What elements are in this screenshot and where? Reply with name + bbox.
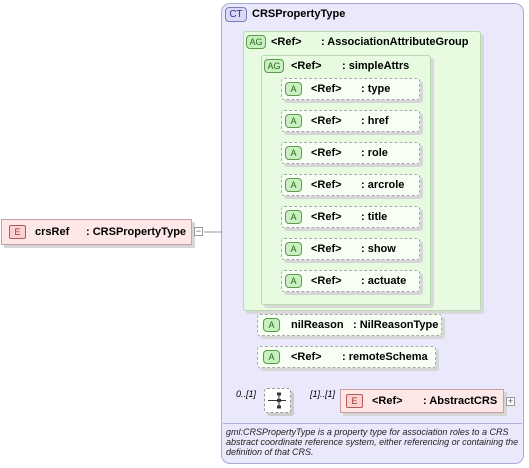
attribute-title[interactable]: A <Ref> : title [281, 206, 420, 228]
attribute-ref: <Ref> [311, 275, 342, 287]
simple-attrs-name: : simpleAttrs [342, 60, 410, 72]
attribute-ref: <Ref> [311, 83, 342, 95]
sequence-compositor[interactable] [264, 388, 291, 413]
root-element-type: : CRSPropertyType [86, 226, 187, 238]
attribute-badge: A [285, 82, 302, 96]
association-group-name: : AssociationAttributeGroup [321, 36, 469, 48]
element-badge: E [346, 394, 363, 408]
attribute-ref: <Ref> [311, 147, 342, 159]
attribute-nil-reason[interactable]: A nilReason : NilReasonType [257, 314, 442, 336]
attribute-badge: A [263, 350, 280, 364]
attribute-badge: A [285, 274, 302, 288]
abstract-crs-occurrence: [1]..[1] [310, 389, 336, 399]
attribute-ref: <Ref> [311, 211, 342, 223]
attribute-role[interactable]: A <Ref> : role [281, 142, 420, 164]
attribute-badge: A [285, 146, 302, 160]
collapse-toggle-icon[interactable]: − [194, 226, 203, 236]
attribute-show[interactable]: A <Ref> : show [281, 238, 420, 260]
attribute-badge: A [285, 114, 302, 128]
attribute-remote-schema[interactable]: A <Ref> : remoteSchema [257, 346, 436, 368]
attribute-name: : type [361, 83, 391, 95]
root-element-name: crsRef [35, 226, 70, 238]
attribute-actuate[interactable]: A <Ref> : actuate [281, 270, 420, 292]
attribute-badge: A [285, 178, 302, 192]
attribute-href[interactable]: A <Ref> : href [281, 110, 420, 132]
attribute-badge: A [285, 242, 302, 256]
attribute-name: : href [361, 115, 389, 127]
complex-type-badge: CT [225, 7, 247, 22]
element-name: : AbstractCRS [423, 395, 498, 407]
sequence-icon [268, 392, 286, 409]
attribute-ref: <Ref> [291, 351, 322, 363]
attribute-name: : show [361, 243, 396, 255]
attribute-group-badge: AG [264, 59, 284, 73]
attribute-name: : role [361, 147, 388, 159]
attribute-name: nilReason [291, 319, 344, 331]
element-ref: <Ref> [372, 395, 403, 407]
element-badge: E [9, 225, 26, 239]
complex-type-description: gml:CRSPropertyType is a property type f… [226, 427, 519, 457]
attribute-ref: <Ref> [311, 243, 342, 255]
simple-attrs-ref: <Ref> [291, 60, 322, 72]
attribute-badge: A [285, 210, 302, 224]
attribute-name: : arcrole [361, 179, 405, 191]
expand-toggle-icon[interactable]: + [506, 396, 515, 406]
attribute-name: : remoteSchema [342, 351, 428, 363]
attribute-arcrole[interactable]: A <Ref> : arcrole [281, 174, 420, 196]
complex-type-title: CRSPropertyType [252, 8, 346, 20]
attribute-ref: <Ref> [311, 115, 342, 127]
element-abstract-crs[interactable]: E <Ref> : AbstractCRS [340, 389, 504, 413]
description-divider [223, 423, 522, 424]
attribute-name: : actuate [361, 275, 407, 287]
attribute-type: : NilReasonType [353, 319, 439, 331]
attribute-group-badge: AG [246, 35, 266, 49]
attribute-badge: A [263, 318, 280, 332]
association-group-ref: <Ref> [271, 36, 302, 48]
sequence-occurrence: 0..[1] [236, 389, 257, 399]
root-element-crsref[interactable]: E crsRef : CRSPropertyType [1, 219, 192, 245]
attribute-ref: <Ref> [311, 179, 342, 191]
attribute-type[interactable]: A <Ref> : type [281, 78, 420, 100]
attribute-name: : title [361, 211, 388, 223]
